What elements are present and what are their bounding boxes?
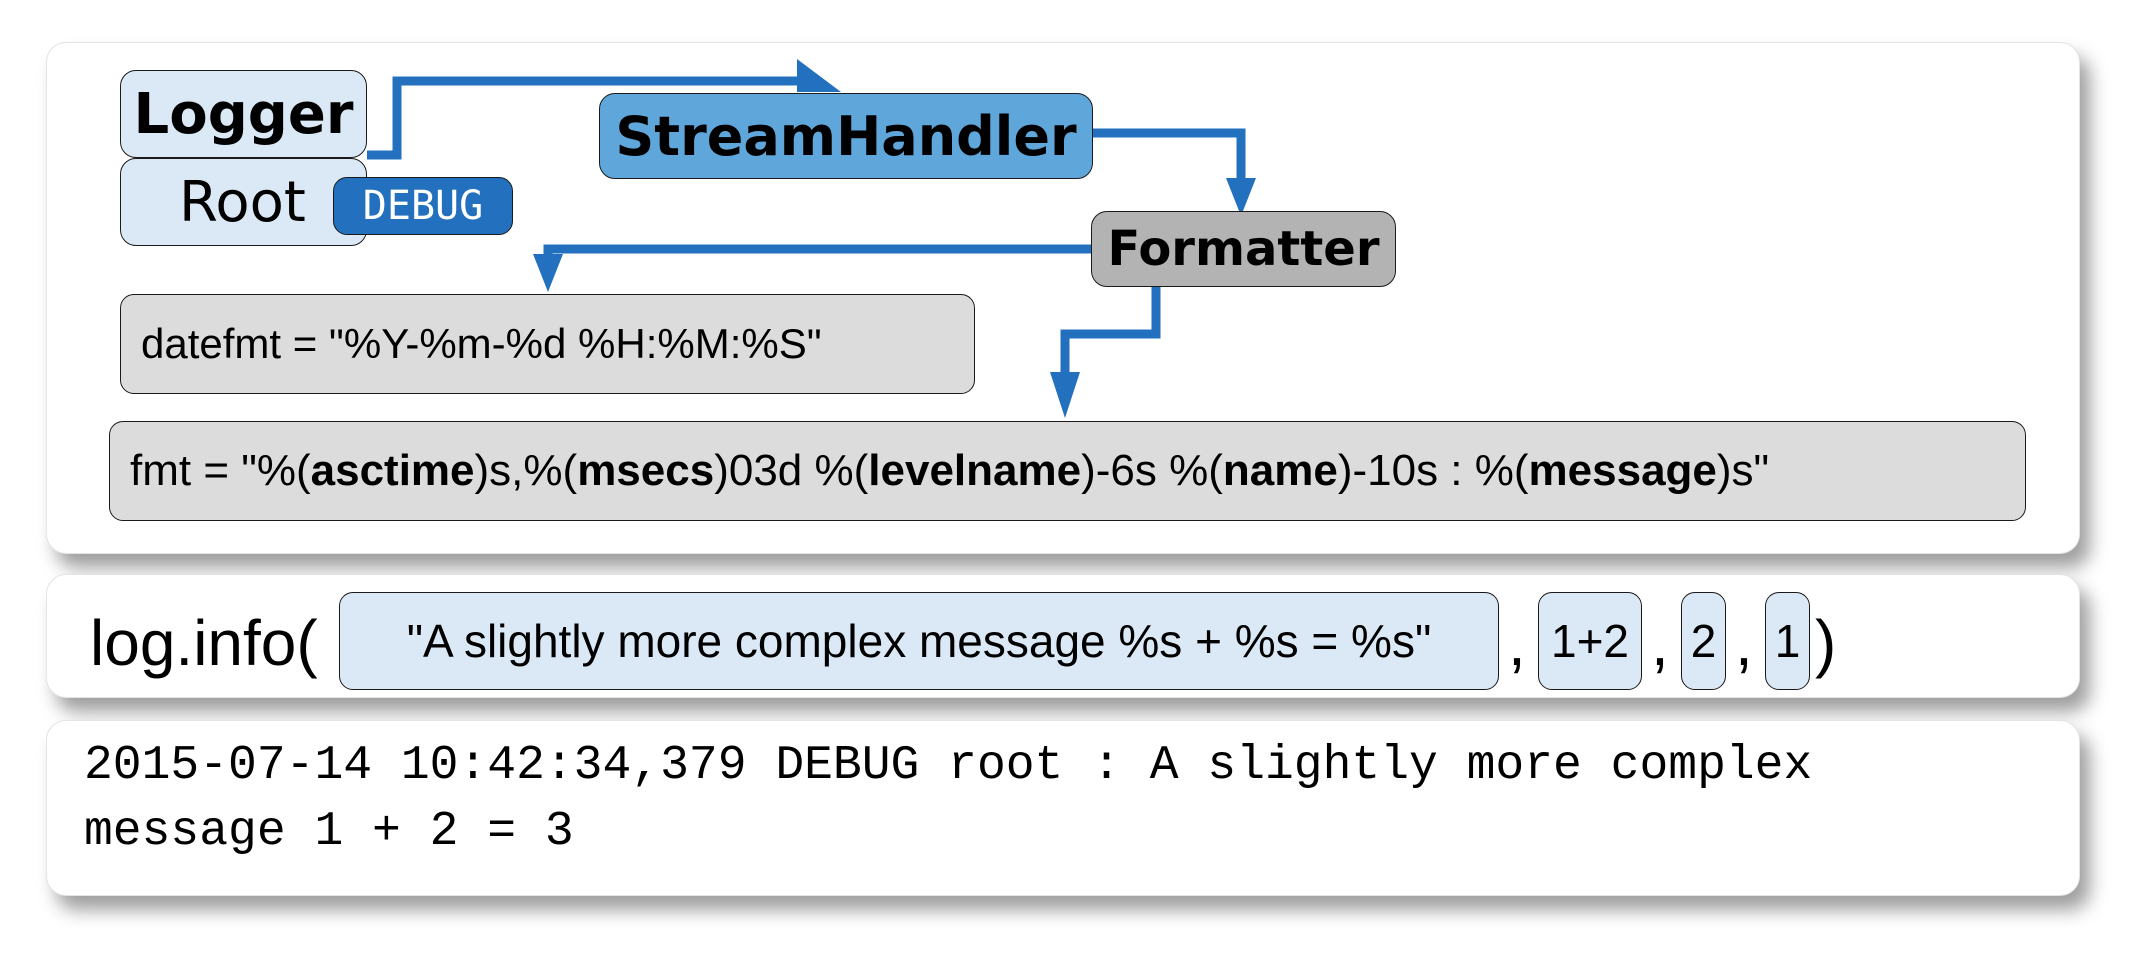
arrow-formatter-to-fmt: [1060, 287, 1161, 375]
call-arg-2: 2: [1681, 592, 1726, 690]
log-output: 2015-07-14 10:42:34,379 DEBUG root : A s…: [84, 733, 2074, 865]
log-output-line-1: 2015-07-14 10:42:34,379 DEBUG root : A s…: [84, 739, 1813, 793]
fmt-field-message: message: [1528, 446, 1717, 495]
arrow-handler-to-formatter: [1080, 128, 1246, 182]
call-arg-1: 1+2: [1538, 592, 1642, 690]
fmt-field-asctime: asctime: [310, 446, 475, 495]
fmt-field-levelname: levelname: [868, 446, 1082, 495]
fmt-box: fmt = "%(asctime)s,%(msecs)03d %(levelna…: [109, 421, 2026, 521]
log-output-line-2: message 1 + 2 = 3: [84, 805, 574, 859]
fmt-part: )-6s %(: [1081, 446, 1223, 495]
root-logger-name: Root: [179, 169, 306, 235]
fmt-field-msecs: msecs: [577, 446, 715, 495]
datefmt-text: datefmt = "%Y-%m-%d %H:%M:%S": [141, 320, 822, 367]
level-badge: DEBUG: [333, 177, 513, 235]
arrow-logger-to-handler: [367, 76, 810, 160]
call-separator: ,: [1508, 607, 1526, 679]
call-message-arg: "A slightly more complex message %s + %s…: [339, 592, 1499, 690]
fmt-part: )-10s : %(: [1337, 446, 1529, 495]
formatter-label: Formatter: [1107, 221, 1380, 277]
call-arg-3: 1: [1765, 592, 1810, 690]
fmt-part: )03d %(: [714, 446, 869, 495]
arrowhead-formatter-to-datefmt: [533, 254, 563, 292]
arrowhead-logger-to-handler: [797, 59, 841, 92]
level-badge-label: DEBUG: [362, 183, 484, 229]
fmt-part: )s": [1716, 446, 1770, 495]
fmt-part: )s,%(: [474, 446, 578, 495]
fmt-field-name: name: [1222, 446, 1338, 495]
root-logger-box: Root: [120, 158, 367, 246]
logger-title: Logger: [133, 81, 354, 147]
formatter-box: Formatter: [1091, 211, 1396, 287]
arrowhead-handler-to-formatter: [1226, 178, 1256, 216]
fmt-part: fmt = "%(: [130, 446, 311, 495]
arrow-formatter-to-datefmt: [543, 244, 1091, 258]
call-separator: ,: [1735, 607, 1753, 679]
arrowhead-formatter-to-fmt: [1050, 372, 1080, 418]
call-prefix: log.info(: [90, 607, 318, 679]
streamhandler-box: StreamHandler: [599, 93, 1093, 179]
datefmt-box: datefmt = "%Y-%m-%d %H:%M:%S": [120, 294, 975, 394]
logger-box: Logger: [120, 70, 367, 158]
call-close-paren: ): [1815, 607, 1837, 679]
call-separator: ,: [1651, 607, 1669, 679]
streamhandler-label: StreamHandler: [615, 104, 1077, 168]
output-panel: [46, 720, 2080, 896]
